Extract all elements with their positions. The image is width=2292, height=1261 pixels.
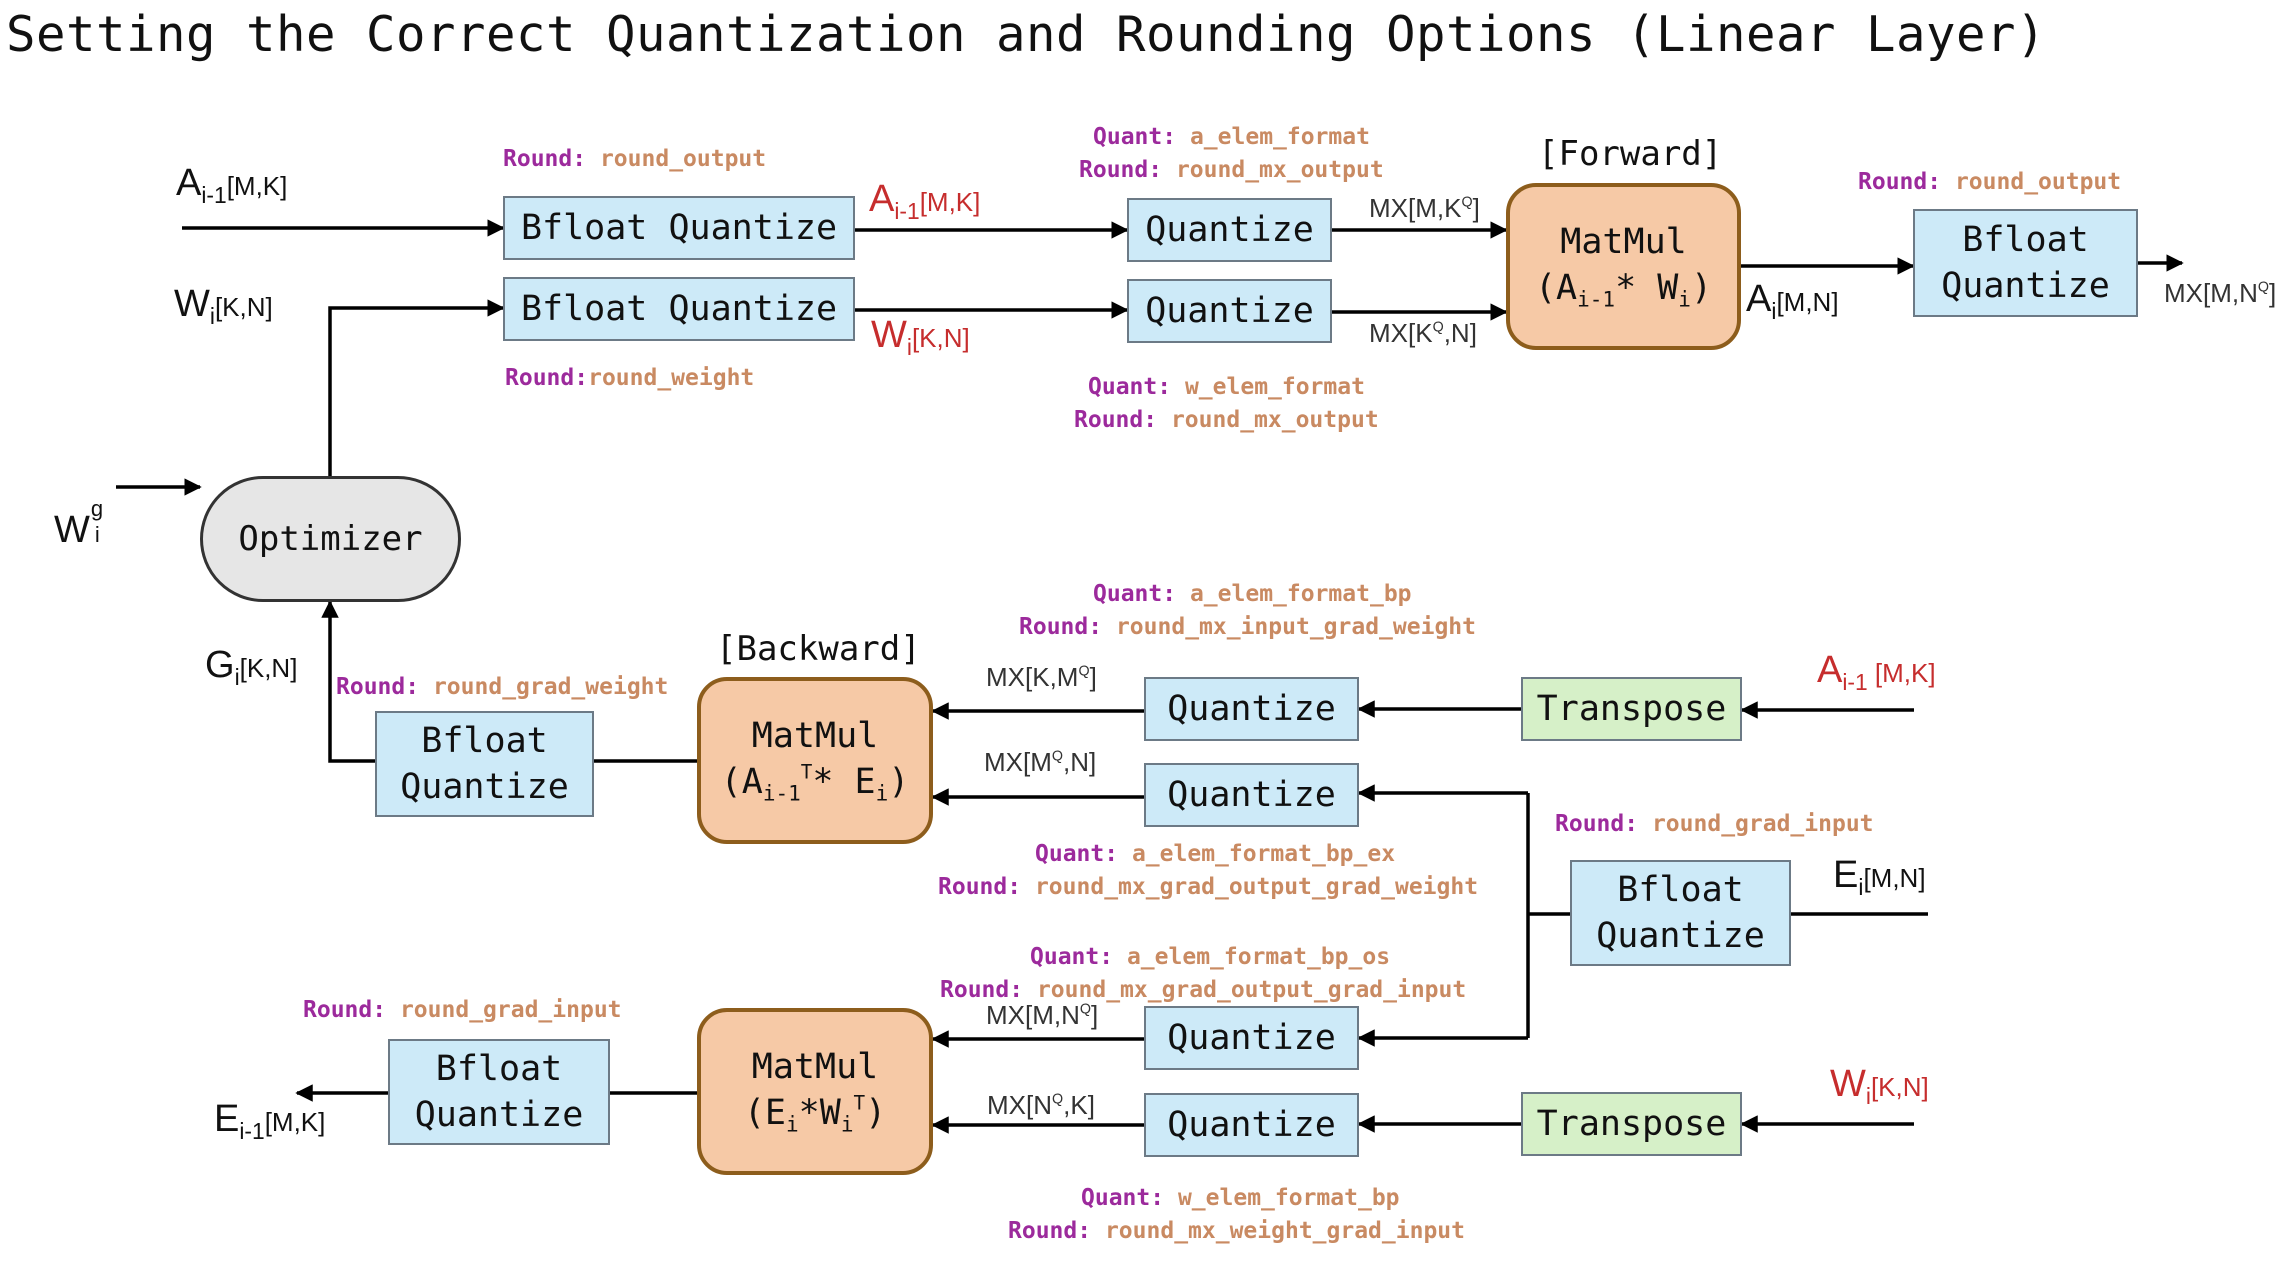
matmul-backward-weight-title: MatMul bbox=[751, 715, 879, 756]
signal-a-im1-bf: Ai-1[M,K] bbox=[869, 178, 981, 224]
edge-optimizer-to-w bbox=[328, 299, 505, 476]
signal-g-i: Gi[K,N] bbox=[205, 644, 298, 690]
optimizer: Optimizer bbox=[200, 476, 461, 602]
mx-label-bwd-e1: MX[MQ,N] bbox=[984, 747, 1097, 777]
matmul-forward-title: MatMul bbox=[1560, 221, 1687, 262]
quantize-w-bwd: Quantize bbox=[1144, 1093, 1359, 1157]
transpose-a: Transpose bbox=[1521, 677, 1742, 741]
matmul-forward: MatMul (Ai-1* Wi) bbox=[1506, 183, 1741, 350]
annotation-quant-a-elem-format-bp-os: Quant: a_elem_format_bp_os bbox=[1030, 944, 1391, 970]
matmul-forward-expr: (Ai-1* Wi) bbox=[1534, 268, 1713, 312]
matmul-backward-input-title: MatMul bbox=[751, 1046, 879, 1087]
quantize-e-bwd1: Quantize bbox=[1144, 763, 1359, 827]
annotation-round-grad-input: Round: round_grad_input bbox=[1555, 811, 1874, 837]
quantize-w-fwd: Quantize bbox=[1127, 279, 1332, 343]
signal-w-i: Wi[K,N] bbox=[174, 283, 273, 329]
annotation-quant-w-elem-format-bp: Quant: w_elem_format_bp bbox=[1081, 1185, 1400, 1211]
matmul-backward-weight-expr: (Ai-1T* Ei) bbox=[720, 760, 910, 806]
matmul-backward-input: MatMul (Ei*WiT) bbox=[697, 1008, 933, 1175]
annotation-round-output: Round: round_output bbox=[503, 146, 767, 172]
mx-label-bwd-a: MX[K,MQ] bbox=[986, 662, 1097, 692]
bfloat-quantize-grad-input: Bfloat Quantize bbox=[388, 1039, 610, 1145]
annotation-round-weight: Round:round_weight bbox=[505, 365, 755, 391]
annotation-round-mx-weight-grad-input: Round: round_mx_weight_grad_input bbox=[1008, 1218, 1465, 1244]
annotation-quant-a-elem-format-bp: Quant: a_elem_format_bp bbox=[1093, 581, 1412, 607]
matmul-backward-input-expr: (Ei*WiT) bbox=[743, 1091, 887, 1137]
quantize-a-fwd: Quantize bbox=[1127, 198, 1332, 262]
section-forward: [Forward] bbox=[1538, 134, 1723, 174]
signal-e-i: Ei[M,N] bbox=[1833, 854, 1926, 900]
annotation-round-grad-weight: Round: round_grad_weight bbox=[336, 674, 669, 700]
annotation-round-output-2: Round: round_output bbox=[1858, 169, 2122, 195]
signal-a-i-out: Ai[M,N] bbox=[1746, 278, 1839, 324]
mx-label-bwd-w: MX[NQ,K] bbox=[987, 1090, 1095, 1120]
signal-a-im1-bwd: Ai-1 [M,K] bbox=[1817, 649, 1936, 695]
bfloat-quantize-w: Bfloat Quantize bbox=[503, 277, 855, 341]
annotation-round-mx-grad-output-grad-input: Round: round_mx_grad_output_grad_input bbox=[940, 977, 1467, 1003]
annotation-round-mx-output-w: Round: round_mx_output bbox=[1074, 407, 1379, 433]
signal-a-im1: Ai-1[M,K] bbox=[176, 162, 288, 208]
annotation-quant-a-elem-format: Quant: a_elem_format bbox=[1093, 124, 1370, 150]
mx-label-fwd-w: MX[KQ,N] bbox=[1369, 318, 1477, 348]
mx-label-fwd-out: MX[M,NQ] bbox=[2164, 278, 2277, 308]
quantize-a-bwd: Quantize bbox=[1144, 677, 1359, 741]
transpose-w: Transpose bbox=[1521, 1092, 1742, 1156]
page-title: Setting the Correct Quantization and Rou… bbox=[6, 6, 2047, 63]
bfloat-quantize-out: Bfloat Quantize bbox=[1913, 209, 2138, 317]
annotation-round-mx-input-grad-weight: Round: round_mx_input_grad_weight bbox=[1019, 614, 1476, 640]
mx-label-fwd-a: MX[M,KQ] bbox=[1369, 193, 1480, 223]
annotation-round-mx-output-a: Round: round_mx_output bbox=[1079, 157, 1384, 183]
edge-bq-to-optimizer bbox=[321, 600, 375, 763]
section-backward: [Backward] bbox=[716, 629, 921, 669]
matmul-backward-weight: MatMul (Ai-1T* Ei) bbox=[697, 677, 933, 844]
signal-e-im1-out: Ei-1[M,K] bbox=[214, 1098, 326, 1144]
annotation-quant-w-elem-format: Quant: w_elem_format bbox=[1088, 374, 1365, 400]
signal-w-i-bwd: Wi[K,N] bbox=[1830, 1063, 1929, 1109]
bfloat-quantize-a: Bfloat Quantize bbox=[503, 196, 855, 260]
signal-w-i-bf: Wi[K,N] bbox=[871, 314, 970, 360]
quantize-e-bwd2: Quantize bbox=[1144, 1006, 1359, 1070]
bfloat-quantize-e: Bfloat Quantize bbox=[1570, 860, 1791, 966]
bfloat-quantize-grad-weight: Bfloat Quantize bbox=[375, 711, 594, 817]
annotation-quant-a-elem-format-bp-ex: Quant: a_elem_format_bp_ex bbox=[1035, 841, 1396, 867]
annotation-round-mx-grad-output-grad-weight: Round: round_mx_grad_output_grad_weight bbox=[938, 874, 1479, 900]
mx-label-bwd-e2: MX[M,NQ] bbox=[986, 1000, 1099, 1030]
annotation-round-grad-input-2: Round: round_grad_input bbox=[303, 997, 622, 1023]
